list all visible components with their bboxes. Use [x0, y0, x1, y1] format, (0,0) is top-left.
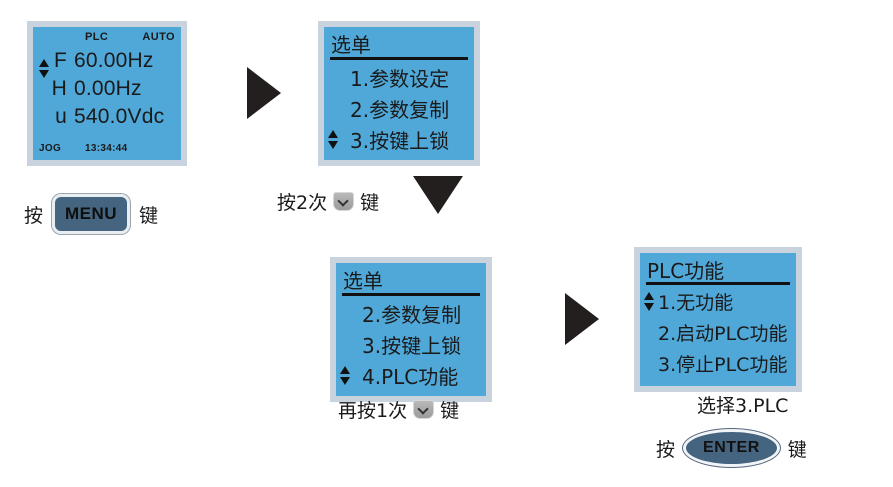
- menu-title-divider: [342, 293, 480, 296]
- plc-menu-item-label: 2.启动PLC功能: [658, 323, 788, 345]
- enter-key-button[interactable]: ENTER: [683, 429, 780, 467]
- up-down-selector-icon: [39, 59, 49, 78]
- lcd-screen-menu-second: 选单 2.参数复制 3.按键上锁 4.PLC功能: [336, 263, 486, 396]
- status-jog-label: JOG: [39, 143, 62, 154]
- down-arrow-key-icon[interactable]: [413, 400, 435, 419]
- plc-menu-item-label: 3.停止PLC功能: [658, 354, 788, 376]
- status-row-value: 60.00Hz: [74, 49, 154, 72]
- callout-suffix: 键: [139, 204, 159, 227]
- menu-item[interactable]: 2.参数复制: [324, 93, 474, 124]
- menu-item[interactable]: 3.按键上锁: [336, 329, 486, 360]
- lcd-screen-menu-first: 选单 1.参数设定 2.参数复制 3.按键上锁: [324, 27, 474, 160]
- plc-menu-title: PLC功能: [647, 259, 725, 283]
- status-row-value: 0.00Hz: [74, 77, 142, 100]
- lcd-panel-menu-first: 选单 1.参数设定 2.参数复制 3.按键上锁: [318, 21, 480, 166]
- status-bottom-bar: JOG 13:34:44: [33, 143, 181, 157]
- callout-enter-key: 按 ENTER 键: [656, 429, 807, 467]
- menu-item-label: 3.按键上锁: [350, 129, 450, 153]
- status-value-rows: F 60.00Hz H 0.00Hz u 540.0Vdc: [33, 49, 181, 133]
- lcd-screen-status: PLC AUTO F 60.00Hz H 0.00Hz u 540.0Vdc: [33, 27, 181, 160]
- callout-menu-key: 按 MENU 键: [24, 194, 158, 234]
- callout-press-down-once-more: 再按1次 键: [338, 396, 459, 423]
- menu-title: 选单: [331, 33, 371, 57]
- lcd-panel-status: PLC AUTO F 60.00Hz H 0.00Hz u 540.0Vdc: [27, 21, 187, 166]
- status-clock: 13:34:44: [85, 143, 128, 154]
- lcd-screen-plc-menu: PLC功能 1.无功能 2.启动PLC功能 3.停止PLC功能: [640, 253, 796, 386]
- menu-title-divider: [330, 57, 468, 60]
- status-row-label: u: [55, 105, 67, 128]
- menu-list: 2.参数复制 3.按键上锁 4.PLC功能: [336, 298, 486, 391]
- callout-select-text: 选择3.PLC: [697, 395, 789, 417]
- menu-item-selected[interactable]: 4.PLC功能: [336, 360, 486, 391]
- status-plc-label: PLC: [85, 31, 109, 43]
- lcd-panel-menu-second: 选单 2.参数复制 3.按键上锁 4.PLC功能: [330, 257, 492, 402]
- callout-suffix: 键: [440, 400, 460, 422]
- status-row: u 540.0Vdc: [33, 105, 181, 133]
- menu-list: 1.参数设定 2.参数复制 3.按键上锁: [324, 62, 474, 155]
- callout-prefix: 按2次: [277, 192, 328, 214]
- arrow-menu2-to-plc-icon: [565, 293, 599, 345]
- plc-menu-item[interactable]: 3.停止PLC功能: [640, 348, 796, 379]
- menu-item[interactable]: 2.参数复制: [336, 298, 486, 329]
- menu-item-label: 2.参数复制: [350, 98, 450, 122]
- status-row: F 60.00Hz: [33, 49, 181, 77]
- plc-menu-item-label: 1.无功能: [658, 292, 734, 314]
- menu-item-selected[interactable]: 3.按键上锁: [324, 124, 474, 155]
- menu-item-label: 4.PLC功能: [362, 365, 459, 389]
- callout-suffix: 键: [360, 192, 380, 214]
- status-row: H 0.00Hz: [33, 77, 181, 105]
- menu-key-button[interactable]: MENU: [52, 194, 131, 234]
- menu-item-label: 3.按键上锁: [362, 334, 462, 358]
- plc-menu-item[interactable]: 2.启动PLC功能: [640, 317, 796, 348]
- menu-title: 选单: [343, 269, 383, 293]
- callout-prefix: 按: [656, 438, 676, 461]
- callout-press-down-twice: 按2次 键: [277, 188, 379, 215]
- up-down-selector-icon: [328, 130, 338, 149]
- callout-suffix: 键: [787, 438, 807, 461]
- menu-item-label: 1.参数设定: [350, 67, 450, 91]
- callout-prefix: 再按1次: [338, 400, 408, 422]
- down-arrow-key-icon[interactable]: [333, 192, 355, 211]
- menu-item[interactable]: 1.参数设定: [324, 62, 474, 93]
- arrow-status-to-menu-icon: [247, 67, 281, 119]
- status-mode-label: AUTO: [142, 31, 175, 43]
- arrow-menu-to-menu2-icon: [413, 176, 463, 214]
- plc-menu-title-divider: [646, 282, 790, 285]
- callout-prefix: 按: [24, 204, 44, 227]
- status-row-value: 540.0Vdc: [74, 105, 165, 128]
- plc-menu-item-selected[interactable]: 1.无功能: [640, 286, 796, 317]
- lcd-panel-plc-menu: PLC功能 1.无功能 2.启动PLC功能 3.停止PLC功能: [634, 247, 802, 392]
- status-row-label: F: [53, 49, 67, 72]
- up-down-selector-icon: [644, 292, 654, 311]
- plc-menu-list: 1.无功能 2.启动PLC功能 3.停止PLC功能: [640, 286, 796, 379]
- status-top-bar: PLC AUTO: [33, 31, 181, 47]
- menu-item-label: 2.参数复制: [362, 303, 462, 327]
- up-down-selector-icon: [340, 366, 350, 385]
- callout-select-plc: 选择3.PLC: [697, 391, 788, 418]
- status-row-label: H: [51, 77, 67, 100]
